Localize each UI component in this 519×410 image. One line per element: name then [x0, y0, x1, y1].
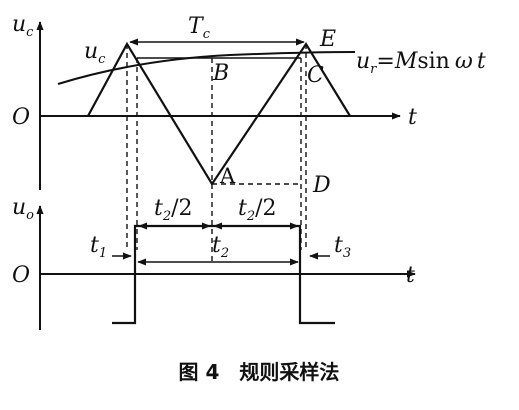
origin-bottom-label: O — [12, 263, 30, 288]
figure-caption: 图 4 规则采样法 — [179, 360, 340, 384]
uo-axis-label: uo — [12, 195, 34, 223]
dashed-guides — [126, 44, 307, 262]
t3-label: t3 — [334, 233, 351, 261]
point-c-label: C — [307, 63, 324, 88]
half-left-label: t2/2 — [154, 196, 193, 224]
half-right-label: t2/2 — [238, 196, 277, 224]
t-axis-top-label: t — [408, 105, 417, 130]
modulating-wave — [57, 51, 356, 85]
origin-top-label: O — [12, 105, 30, 130]
tc-label: Tc — [188, 14, 211, 42]
point-a-label: A — [219, 164, 236, 188]
t-axis-bottom-label: t — [406, 263, 415, 288]
uc-curve-label: uc — [84, 39, 106, 67]
t2-label: t2 — [212, 233, 229, 261]
point-d-label: D — [312, 173, 331, 198]
point-b-label: B — [212, 61, 229, 86]
uc-axis-label: uc — [12, 12, 34, 40]
t1-label: t1 — [90, 233, 107, 261]
point-e-label: E — [319, 27, 336, 52]
